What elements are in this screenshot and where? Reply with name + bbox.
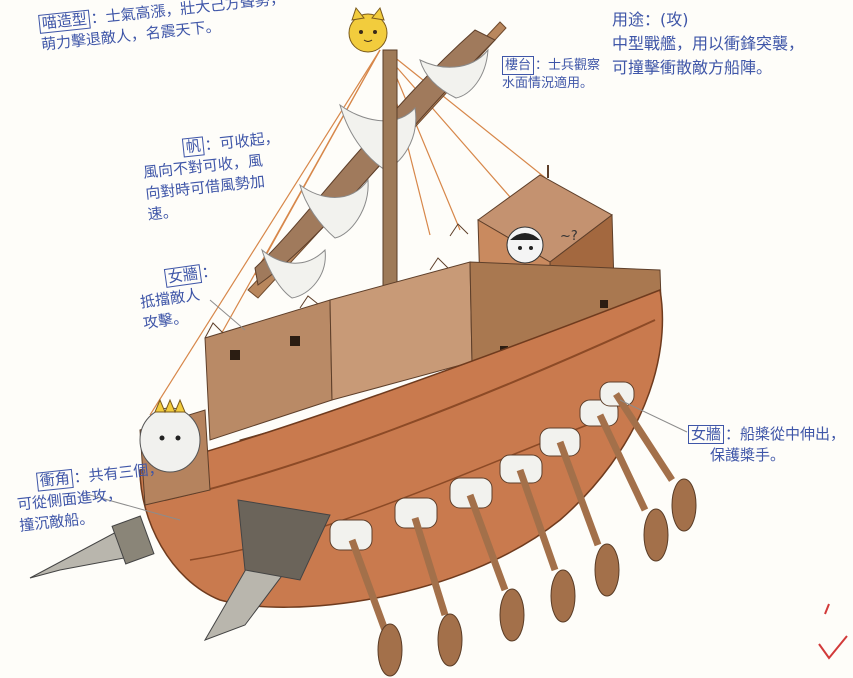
note-oar-shield: 女牆：船槳從中伸出， 保護槳手。 xyxy=(688,424,845,466)
cat-speech: ~? xyxy=(560,229,578,244)
battering-rams xyxy=(29,499,331,641)
note-wall: 女牆： 抵擋敵人 攻擊。 xyxy=(136,261,224,335)
sail-folds xyxy=(261,48,489,299)
term-sail: 帆 xyxy=(181,136,205,158)
princess-cat xyxy=(139,398,201,473)
purpose-line2: 可撞擊衝散敵方船陣。 xyxy=(612,58,773,77)
tower-line1: ：士兵觀察 xyxy=(535,58,601,73)
term-oar-shield: 女牆 xyxy=(688,425,725,444)
term-ram: 衝角 xyxy=(35,468,74,492)
note-tower: 樓台：士兵觀察 水面情況適用。 xyxy=(502,56,600,93)
purpose-line1: 中型戰艦，用以衝鋒突襲， xyxy=(612,34,805,53)
oar-shield-line1: ：船槳從中伸出， xyxy=(725,425,846,443)
teacher-checkmark xyxy=(818,603,848,660)
masthead-cat xyxy=(348,6,388,53)
hull-band xyxy=(164,319,656,501)
wall-line1: ： xyxy=(200,261,218,282)
oar-shield-line2: 保護槳手。 xyxy=(710,446,786,464)
term-tower: 樓台 xyxy=(502,56,535,75)
oars xyxy=(348,392,697,677)
leader-lines xyxy=(89,299,688,521)
tower-line2: 水面情況適用。 xyxy=(502,76,594,91)
note-sail: 帆：可收起， 風向不對可收，風 向對時可借風勢加 速。 xyxy=(140,127,287,225)
note-purpose: 用途：(攻) 中型戰艦，用以衝鋒突襲， 可撞擊衝散敵方船陣。 xyxy=(612,8,804,80)
purpose-title: 用途：(攻) xyxy=(612,10,689,29)
